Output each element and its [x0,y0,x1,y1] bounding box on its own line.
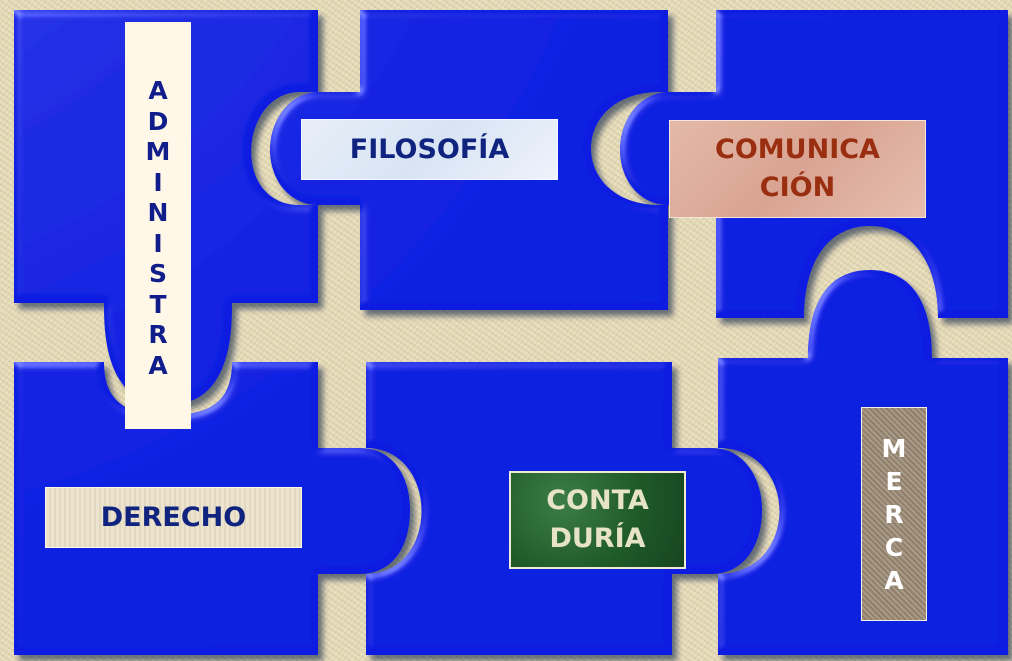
label-mercadotecnia: M E R C A [861,407,927,621]
letter: A [884,565,904,595]
label-text: DERECHO [100,502,247,533]
label-text: COMUNICA CIÓN [715,134,880,203]
letter: I [153,228,163,258]
label-contaduria: CONTA DURÍA [509,471,686,569]
label-text: CONTA DURÍA [546,485,649,554]
letter: S [148,259,167,288]
letter: A [148,76,168,105]
letter: E [885,466,903,496]
letter: M [145,137,171,166]
letter: T [149,289,167,319]
letter: A [148,350,168,380]
letter: R [884,499,904,529]
letter: I [153,167,163,197]
letter: M [881,433,907,463]
letter: R [148,320,168,349]
letter: C [884,532,904,562]
label-filosofia: FILOSOFÍA [301,119,558,180]
label-text: FILOSOFÍA [349,134,510,165]
letter: N [147,198,169,227]
letter: D [147,106,169,136]
label-derecho: DERECHO [45,487,302,548]
label-comunicacion: COMUNICA CIÓN [669,120,926,218]
label-administracion: A D M I N I S T R A [125,22,191,429]
